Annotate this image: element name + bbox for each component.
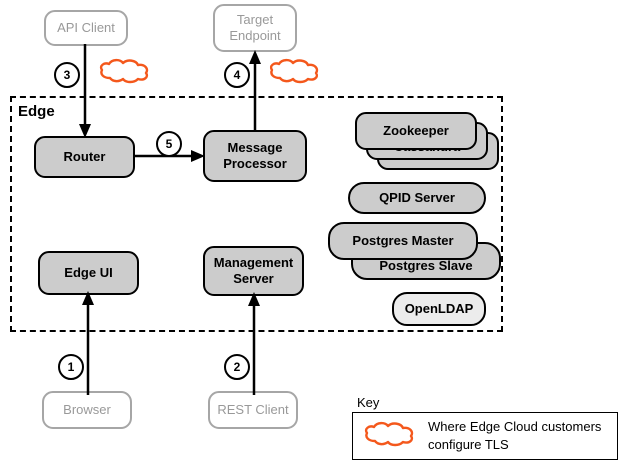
node-postgres-slave-label: Postgres Slave xyxy=(379,258,473,274)
node-target-endpoint-label: Target Endpoint xyxy=(229,11,281,43)
cloud-icon-key xyxy=(364,421,414,447)
step-marker-5-label: 5 xyxy=(165,137,173,151)
arrow-browser-to-edge-ui xyxy=(82,291,94,395)
step-marker-2-label: 2 xyxy=(233,360,241,374)
edge-region-label: Edge xyxy=(18,103,55,120)
arrow-api-client-to-router xyxy=(79,44,91,138)
step-marker-4-label: 4 xyxy=(233,68,241,82)
zookeeper-cassandra-stack: Cassandra Zookeeper xyxy=(355,112,500,178)
arrow-message-processor-to-target-endpoint xyxy=(249,50,261,132)
node-api-client[interactable]: API Client xyxy=(44,10,128,46)
step-marker-1-label: 1 xyxy=(67,360,75,374)
node-rest-client-label: REST Client xyxy=(217,401,289,417)
cloud-icon-target-endpoint xyxy=(269,58,319,84)
step-marker-3-label: 3 xyxy=(63,68,71,82)
arrow-rest-client-to-management-server xyxy=(248,292,260,395)
step-marker-5[interactable]: 5 xyxy=(156,131,182,157)
node-edge-ui[interactable]: Edge UI xyxy=(38,251,139,295)
postgres-stack: Postgres Slave Postgres Master xyxy=(328,222,501,284)
key-title: Key xyxy=(357,395,380,410)
node-postgres-master-label: Postgres Master xyxy=(352,232,454,248)
step-marker-4[interactable]: 4 xyxy=(224,62,250,88)
node-postgres-master[interactable]: Postgres Master xyxy=(328,222,478,260)
node-zookeeper-label: Zookeeper xyxy=(383,122,449,138)
step-marker-1[interactable]: 1 xyxy=(58,354,84,380)
node-zookeeper[interactable]: Zookeeper xyxy=(355,112,477,150)
node-target-endpoint[interactable]: Target Endpoint xyxy=(213,4,297,52)
step-marker-2[interactable]: 2 xyxy=(224,354,250,380)
node-qpid-server[interactable]: QPID Server xyxy=(348,182,486,214)
node-message-processor-label: Message Processor xyxy=(223,139,287,171)
node-api-client-label: API Client xyxy=(57,19,115,35)
node-openldap[interactable]: OpenLDAP xyxy=(392,292,486,326)
key-entry-text: Where Edge Cloud customers configure TLS xyxy=(428,419,602,452)
node-management-server[interactable]: Management Server xyxy=(203,246,304,296)
node-openldap-label: OpenLDAP xyxy=(404,300,474,316)
step-marker-3[interactable]: 3 xyxy=(54,62,80,88)
cloud-icon-api-client xyxy=(99,58,149,84)
node-message-processor[interactable]: Message Processor xyxy=(203,130,307,182)
node-edge-ui-label: Edge UI xyxy=(64,264,113,280)
node-router-label: Router xyxy=(63,148,106,164)
node-qpid-server-label: QPID Server xyxy=(379,189,455,205)
edge-boundary xyxy=(10,96,503,332)
node-router[interactable]: Router xyxy=(34,136,135,178)
node-management-server-label: Management Server xyxy=(213,254,294,286)
node-browser-label: Browser xyxy=(63,401,111,417)
